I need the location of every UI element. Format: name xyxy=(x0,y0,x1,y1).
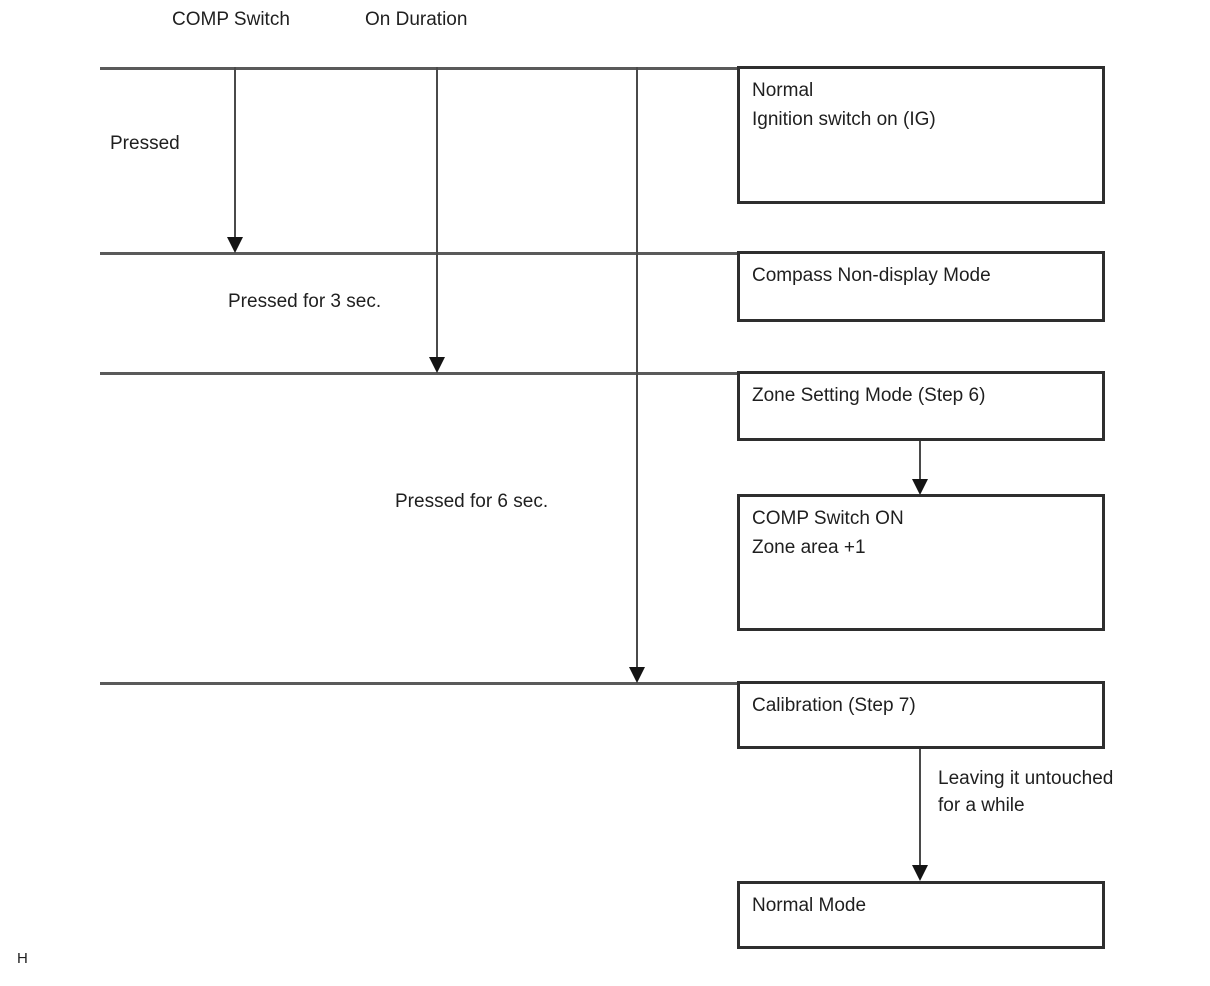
box-normal-mode: Normal Mode xyxy=(737,881,1105,949)
timeline-rule-3 xyxy=(100,372,737,375)
box-comp-switch-on-line1: COMP Switch ON xyxy=(752,508,904,529)
arrow-pressed-6sec-line xyxy=(636,67,638,669)
timeline-rule-2 xyxy=(100,252,737,255)
box-comp-switch-on: COMP Switch ON Zone area +1 xyxy=(737,494,1105,631)
box-compass-non-display-line1: Compass Non-display Mode xyxy=(752,265,991,286)
footer-mark: H xyxy=(17,950,28,967)
box-calibration: Calibration (Step 7) xyxy=(737,681,1105,749)
arrow-pressed-3sec-line xyxy=(436,67,438,359)
arrow-zone-to-comp-head-icon xyxy=(912,479,928,495)
arrow-calibration-to-normal-line xyxy=(919,749,921,867)
timeline-rule-1 xyxy=(100,67,737,70)
label-leaving-untouched-line1: Leaving it untouched xyxy=(938,768,1114,789)
label-leaving-untouched: Leaving it untouched for a while xyxy=(938,765,1113,819)
timeline-rule-4 xyxy=(100,682,737,685)
box-normal-ignition-line1: Normal xyxy=(752,80,814,101)
column-header-on-duration: On Duration xyxy=(365,9,468,30)
arrow-pressed-line xyxy=(234,67,236,239)
box-compass-non-display: Compass Non-display Mode xyxy=(737,251,1105,322)
label-pressed-6-sec: Pressed for 6 sec. xyxy=(395,491,549,512)
arrow-pressed-head-icon xyxy=(227,237,243,253)
label-pressed: Pressed xyxy=(110,133,180,154)
arrow-pressed-3sec-head-icon xyxy=(429,357,445,373)
box-normal-mode-line1: Normal Mode xyxy=(752,895,867,916)
label-pressed-3-sec: Pressed for 3 sec. xyxy=(228,291,382,312)
label-leaving-untouched-line2: for a while xyxy=(938,795,1025,816)
column-header-comp-switch: COMP Switch xyxy=(172,9,290,30)
box-zone-setting-mode: Zone Setting Mode (Step 6) xyxy=(737,371,1105,441)
arrow-calibration-to-normal-head-icon xyxy=(912,865,928,881)
arrow-pressed-6sec-head-icon xyxy=(629,667,645,683)
box-normal-ignition-line2: Ignition switch on (IG) xyxy=(752,109,936,130)
box-calibration-line1: Calibration (Step 7) xyxy=(752,695,916,716)
arrow-zone-to-comp-line xyxy=(919,441,921,481)
box-zone-setting-mode-line1: Zone Setting Mode (Step 6) xyxy=(752,385,986,406)
box-normal-ignition: Normal Ignition switch on (IG) xyxy=(737,66,1105,204)
box-comp-switch-on-line2: Zone area +1 xyxy=(752,537,866,558)
